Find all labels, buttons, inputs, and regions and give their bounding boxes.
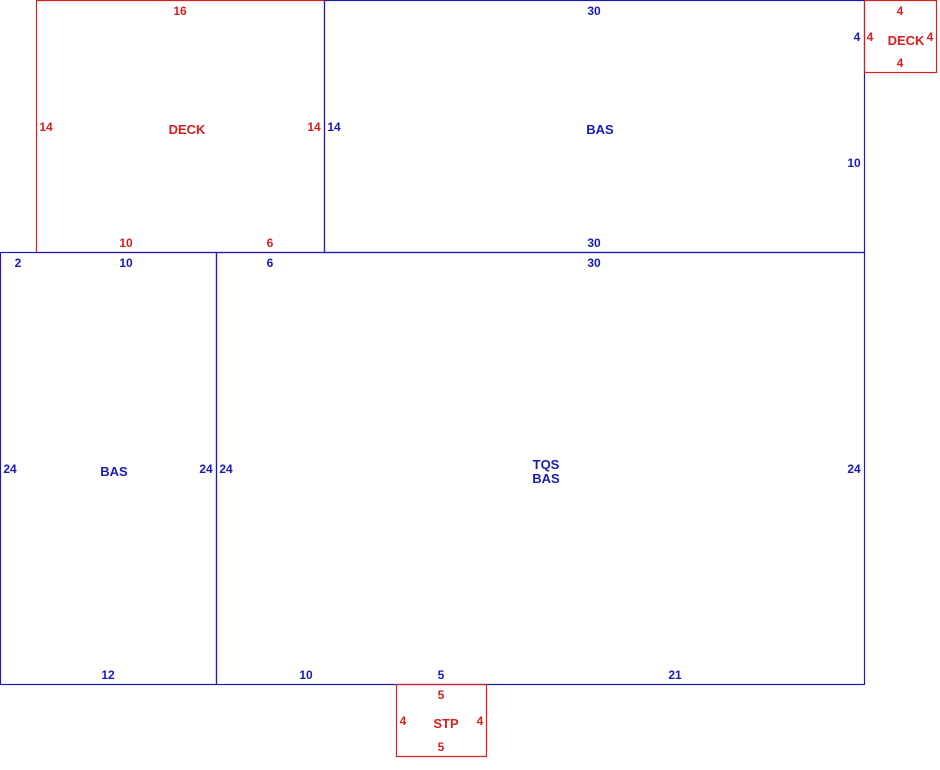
tqs-bas-left-dim: 24 — [219, 462, 233, 476]
tqs-bas-label-tqs: TQS — [533, 457, 560, 472]
stp-right-dim: 4 — [477, 714, 484, 728]
deck-left-bottom-dim-a: 10 — [119, 236, 133, 250]
stp-left-dim: 4 — [400, 714, 407, 728]
deck-left-right-dim: 14 — [307, 120, 321, 134]
bas-left-top-corner-dim: 2 — [15, 256, 22, 270]
tqs-bas-bottom-dim-a: 10 — [299, 668, 313, 682]
stp-top-dim: 5 — [438, 688, 445, 702]
stp-bottom-dim: 5 — [438, 740, 445, 754]
bas-upper-label: BAS — [586, 122, 614, 137]
bas-left-label: BAS — [100, 464, 128, 479]
deck-small-bottom-dim: 4 — [897, 56, 904, 70]
deck-left-bottom-dim-b: 6 — [267, 236, 274, 250]
deck-left-label: DECK — [169, 122, 206, 137]
deck-left-left-dim: 14 — [39, 120, 53, 134]
bas-upper-right-dim: 10 — [847, 156, 861, 170]
tqs-bas-top-dim-a: 6 — [267, 256, 274, 270]
deck-small-left-dim: 4 — [867, 30, 874, 44]
stp-label: STP — [433, 716, 459, 731]
tqs-bas-right-dim: 24 — [847, 462, 861, 476]
tqs-bas-bottom-dim-c: 21 — [668, 668, 682, 682]
tqs-bas-top-dim-b: 30 — [587, 256, 601, 270]
bas-upper-right-top-dim: 4 — [854, 30, 861, 44]
deck-small-label: DECK — [888, 33, 925, 48]
bas-left-bottom-dim: 12 — [101, 668, 115, 682]
tqs-bas-label-bas: BAS — [532, 471, 560, 486]
bas-left-right-dim: 24 — [199, 462, 213, 476]
deck-small-outline — [863, 0, 938, 74]
tqs-bas-outline — [215, 251, 866, 686]
bas-upper-left-dim: 14 — [327, 120, 341, 134]
tqs-bas-bottom-dim-b: 5 — [438, 668, 445, 682]
bas-upper-top-dim: 30 — [587, 4, 601, 18]
stp-outline — [395, 683, 488, 758]
deck-left-top-dim: 16 — [173, 4, 187, 18]
bas-left-top-dim: 10 — [119, 256, 133, 270]
bas-left-left-dim: 24 — [3, 462, 17, 476]
deck-small-top-dim: 4 — [897, 4, 904, 18]
bas-upper-bottom-dim: 30 — [587, 236, 601, 250]
deck-small-right-dim: 4 — [927, 30, 934, 44]
